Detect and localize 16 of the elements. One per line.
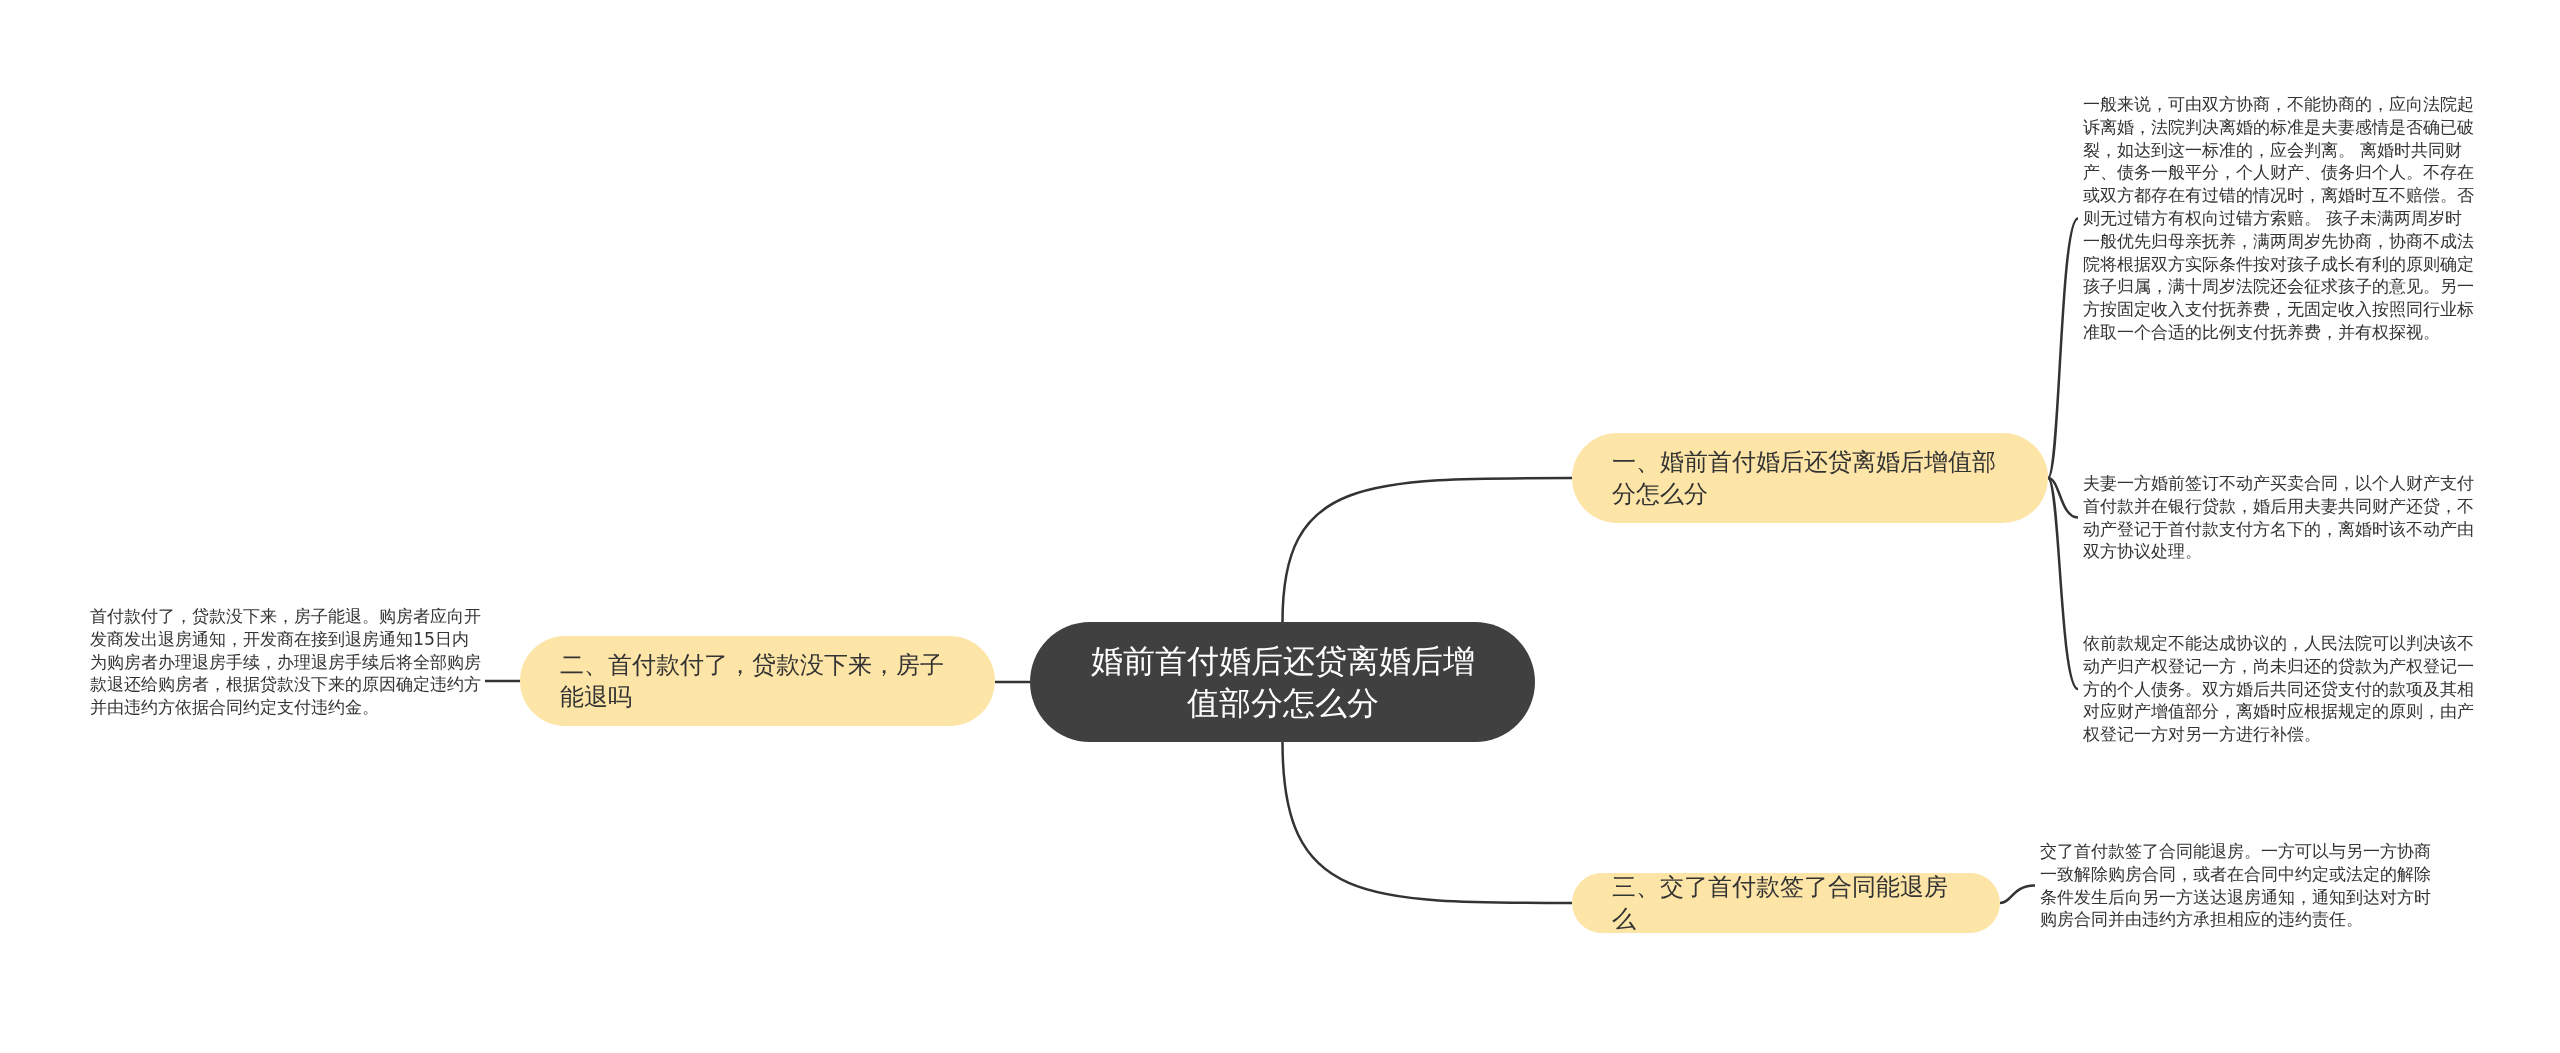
note-text: 依前款规定不能达成协议的，人民法院可以判决该不动产归产权登记一方，尚未归还的贷款为产权登记一方的个人债务。双方婚后共同还贷支付的款项及其相对应财产增值部分，离婚时应根据规定的原则，由产权登记一方对另一方进行补偿。 xyxy=(2083,632,2478,746)
topic-box: 三、交了首付款签了合同能退房么 xyxy=(1572,873,2000,933)
connector xyxy=(485,679,520,683)
note-text: 夫妻一方婚前签订不动产买卖合同，以个人财产支付首付款并在银行贷款，婚后用夫妻共同财产还贷，不动产登记于首付款支付方名下的，离婚时该不动产由双方协议处理。 xyxy=(2083,472,2478,564)
note-text: 交了首付款签了合同能退房。一方可以与另一方协商一致解除购房合同，或者在合同中约定或法定的解除条件发生后向另一方送达退房通知，通知到达对方时购房合同并由违约方承担相应的违约责任。 xyxy=(2040,840,2435,932)
connector xyxy=(1999,884,2036,905)
central-topic: 婚前首付婚后还贷离婚后增值部分怎么分 xyxy=(1030,622,1535,742)
note-text: 一般来说，可由双方协商，不能协商的，应向法院起诉离婚，法院判决离婚的标准是夫妻感情是否确已破裂，如达到这一标准的，应会判离。 离婚时共同财产、债务一般平分，个人财产、债务归个人。不存在或双方都存在有过错的情况时，离婚时互不赔偿。否则无过错方有权向过错方索赔。 孩子未满两周岁时一般优先归母亲抚养，满两周岁先协商，协商不成法院将根据双方实际条件按对孩子成长有利的原则确定孩子归属，满十周岁法院还会征求孩子的意见。另一方按固定收入支付抚养费，无固定收入按照同行业标准取一个合适的比例支付抚养费，并有权探视。 xyxy=(2083,93,2478,344)
connector xyxy=(2046,477,2079,690)
connector xyxy=(1281,741,1572,905)
connector xyxy=(995,680,1030,684)
connector xyxy=(2046,217,2079,479)
topic-box: 二、首付款付了，贷款没下来，房子能退吗 xyxy=(520,636,995,726)
note-text: 首付款付了，贷款没下来，房子能退。购房者应向开发商发出退房通知，开发商在接到退房通知15日内为购房者办理退房手续，办理退房手续后将全部购房款退还给购房者，根据贷款没下来的原因确定违约方并由违约方依据合同约定支付违约金。 xyxy=(90,605,485,719)
topic-box: 一、婚前首付婚后还贷离婚后增值部分怎么分 xyxy=(1572,433,2048,523)
connector xyxy=(1281,476,1572,623)
